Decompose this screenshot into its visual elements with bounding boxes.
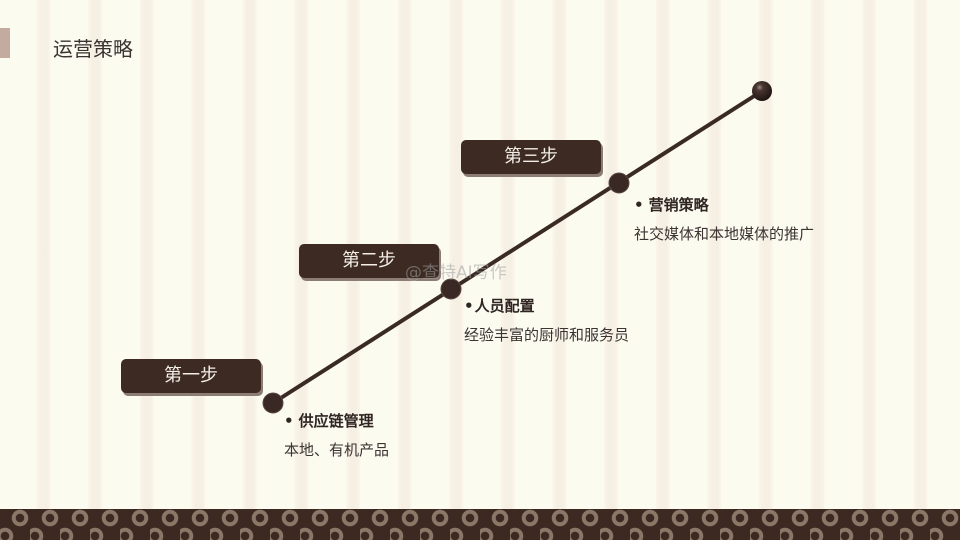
step-1-label-text: 供应链管理 [298,412,374,430]
line-end-ball [752,81,772,101]
step-2-badge: 第二步 [299,244,439,278]
step-1-badge: 第一步 [121,359,261,393]
step-2-node [440,278,462,300]
step-2-description: 经验丰富的厨师和服务员 [464,326,630,344]
bullet-icon: • [464,297,474,315]
step-1-description: 本地、有机产品 [284,441,390,459]
step-3-description: 社交媒体和本地媒体的推广 [634,225,815,243]
watermark: @查特AI写作 [405,263,507,283]
footer-pattern-band [0,509,960,540]
step-1-node [262,392,284,414]
step-3-label: •营销策略 [634,194,709,215]
step-3-badge: 第三步 [461,140,601,174]
step-2-label-text: 人员配置 [474,297,535,315]
step-3-node [608,172,630,194]
title-accent-bar [0,28,10,58]
slide-title: 运营策略 [53,37,133,61]
step-3-label-text: 营销策略 [648,196,709,214]
step-2-label: •人员配置 [464,295,535,316]
bullet-icon: • [634,196,644,214]
step-1-label: •供应链管理 [284,410,374,431]
bullet-icon: • [284,412,294,430]
